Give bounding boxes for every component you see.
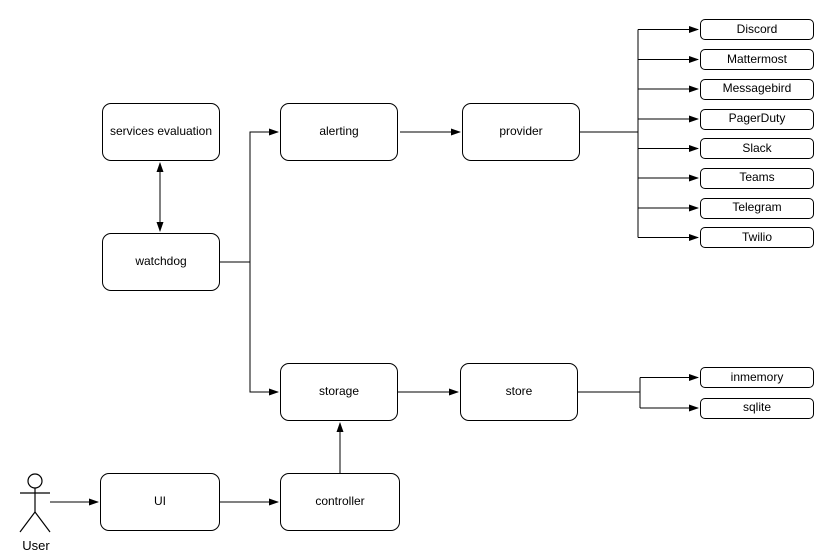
node-provider-slack: Slack xyxy=(700,138,814,159)
node-controller: controller xyxy=(280,473,400,531)
node-label: provider xyxy=(499,124,543,139)
node-label: Messagebird xyxy=(722,81,792,96)
node-watchdog: watchdog xyxy=(102,233,220,291)
node-label: Slack xyxy=(742,140,772,155)
node-provider-pagerduty: PagerDuty xyxy=(700,108,814,130)
node-alerting: alerting xyxy=(280,103,398,161)
node-store: store xyxy=(460,363,578,421)
node-provider-twilio: Twilio xyxy=(700,227,814,248)
node-provider: provider xyxy=(462,103,580,161)
node-label: inmemory xyxy=(730,369,784,384)
node-label: Mattermost xyxy=(726,51,787,66)
node-store-inmemory: inmemory xyxy=(700,367,814,388)
node-label: UI xyxy=(154,494,166,509)
node-ui: UI xyxy=(100,473,220,531)
node-label: Twilio xyxy=(741,229,772,244)
edge-watchdog-storage xyxy=(249,262,279,396)
node-label: PagerDuty xyxy=(728,111,786,126)
node-store-sqlite: sqlite xyxy=(700,397,814,419)
node-provider-telegram: Telegram xyxy=(700,197,814,219)
node-label: storage xyxy=(318,384,360,399)
node-storage: storage xyxy=(280,363,398,421)
node-label: Discord xyxy=(736,21,778,36)
node-label: services evaluation xyxy=(109,124,213,139)
edge-watchdog-alerting xyxy=(220,128,279,263)
node-label: sqlite xyxy=(742,400,771,415)
user-actor-icon xyxy=(19,473,51,533)
node-provider-messagebird: Messagebird xyxy=(700,78,814,100)
node-label: Telegram xyxy=(732,200,782,215)
node-label: controller xyxy=(315,494,365,509)
node-provider-teams: Teams xyxy=(700,167,814,189)
node-label: Teams xyxy=(739,170,775,185)
node-services-evaluation: services evaluation xyxy=(102,103,220,161)
node-provider-discord: Discord xyxy=(700,19,814,40)
node-label: store xyxy=(505,384,533,399)
node-label: alerting xyxy=(319,124,359,139)
actor-label: User xyxy=(22,538,50,553)
node-label: watchdog xyxy=(135,254,187,269)
node-provider-mattermost: Mattermost xyxy=(700,49,814,70)
